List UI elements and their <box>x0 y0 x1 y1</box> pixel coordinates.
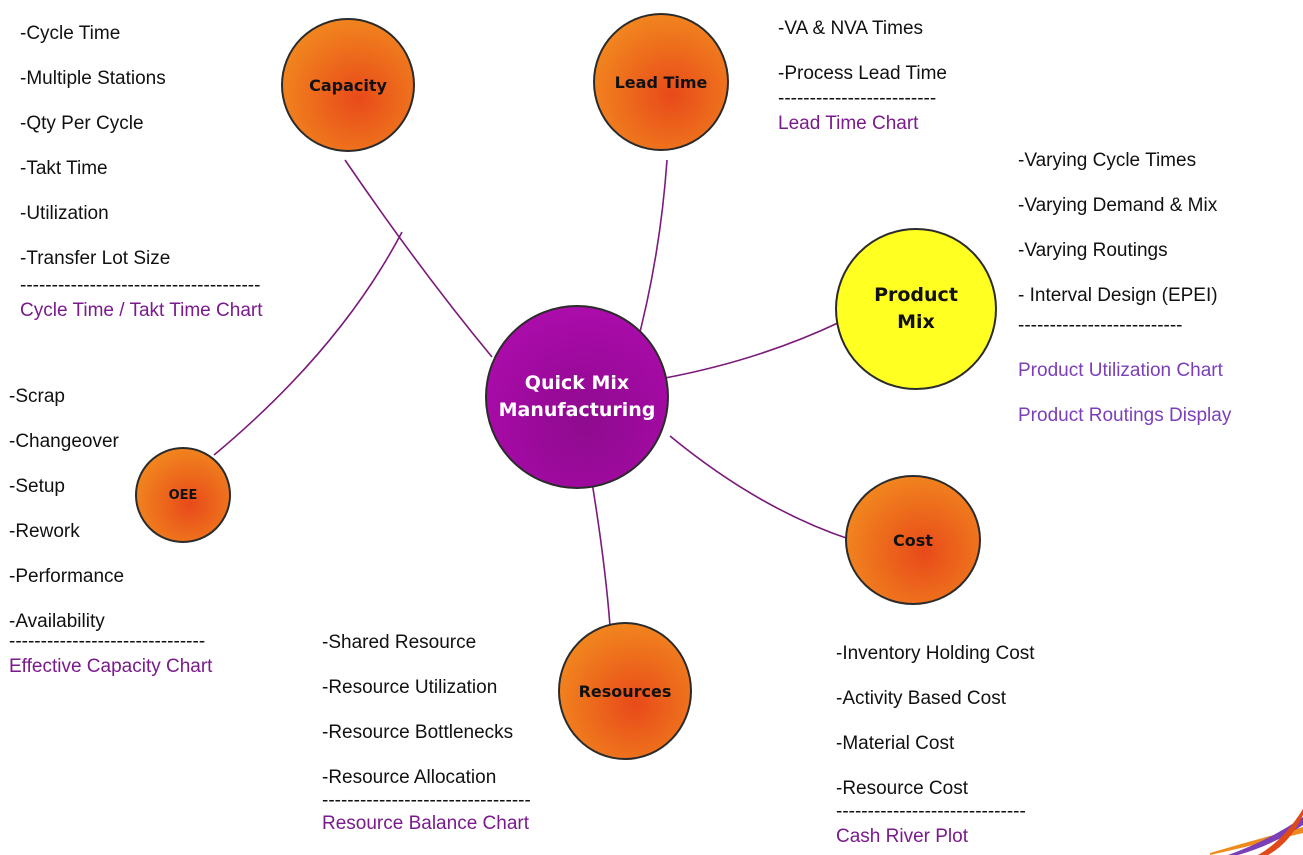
list-item: -Qty Per Cycle <box>20 113 144 134</box>
lead-time-node-label: Lead Time <box>614 72 708 92</box>
quick-mix-manufacturing-node[interactable]: Quick Mix Manufacturing <box>485 305 669 489</box>
swoosh-logo-icon <box>1210 809 1303 855</box>
resource-balance-chart-link[interactable]: Resource Balance Chart <box>322 813 529 834</box>
list-item: -Varying Routings <box>1018 240 1168 261</box>
list-item: -Rework <box>9 521 80 542</box>
list-item: -Process Lead Time <box>778 63 947 84</box>
list-item: -Inventory Holding Cost <box>836 643 1035 664</box>
separator: --------------------------------- <box>322 795 531 811</box>
product-mix-list: -Varying Cycle Times -Varying Demand & M… <box>1018 150 1231 427</box>
separator: -------------------------------------- <box>20 280 261 296</box>
separator: ------------------------------- <box>9 636 206 652</box>
connector-capacity <box>344 159 493 358</box>
list-item: -Performance <box>9 566 125 587</box>
cost-list: -Inventory Holding Cost -Activity Based … <box>836 643 1035 848</box>
oee-list: -Scrap -Changeover -Setup -Rework -Perfo… <box>9 386 212 678</box>
resources-list: -Shared Resource -Resource Utilization -… <box>322 632 531 835</box>
capacity-list: -Cycle Time -Multiple Stations -Qty Per … <box>20 23 263 322</box>
connector-cost <box>669 435 853 541</box>
list-item: -Changeover <box>9 431 119 452</box>
lead-time-list: -VA & NVA Times -Process Lead Time -----… <box>778 18 947 135</box>
lead-time-chart-link[interactable]: Lead Time Chart <box>778 113 919 134</box>
separator: ------------------------- <box>778 93 937 109</box>
list-item: -Multiple Stations <box>20 68 166 89</box>
oee-node[interactable]: OEE <box>135 447 231 543</box>
list-item: -VA & NVA Times <box>778 18 924 39</box>
separator: -------------------------- <box>1018 320 1183 336</box>
product-utilization-chart-link[interactable]: Product Utilization Chart <box>1018 360 1223 381</box>
list-item: - Interval Design (EPEI) <box>1018 285 1218 306</box>
lead-time-node[interactable]: Lead Time <box>593 13 729 151</box>
cost-node-label: Cost <box>893 530 933 550</box>
product-mix-node-label-line2: Mix <box>897 311 935 333</box>
connector-oee <box>213 231 403 456</box>
effective-capacity-chart-link[interactable]: Effective Capacity Chart <box>9 656 213 677</box>
list-item: -Cycle Time <box>20 23 121 44</box>
list-item: -Activity Based Cost <box>836 688 1006 709</box>
capacity-node[interactable]: Capacity <box>281 18 415 152</box>
cost-node[interactable]: Cost <box>845 475 981 605</box>
separator: ------------------------------ <box>836 806 1026 822</box>
resources-node-label: Resources <box>578 681 672 701</box>
list-item: -Shared Resource <box>322 632 477 653</box>
list-item: -Availability <box>9 611 105 632</box>
cash-river-plot-link[interactable]: Cash River Plot <box>836 826 968 847</box>
list-item: -Takt Time <box>20 158 108 179</box>
product-mix-node-label-line1: Product <box>874 284 958 306</box>
list-item: -Resource Utilization <box>322 677 498 698</box>
oee-node-label: OEE <box>168 487 198 503</box>
list-item: -Setup <box>9 476 65 497</box>
center-node-label-line1: Quick Mix <box>524 372 630 394</box>
connector-lead-time <box>633 159 668 356</box>
product-mix-node[interactable]: Product Mix <box>835 228 997 390</box>
connector-product-mix <box>664 321 841 379</box>
cycle-time-takt-time-chart-link[interactable]: Cycle Time / Takt Time Chart <box>20 300 263 321</box>
list-item: -Varying Cycle Times <box>1018 150 1197 171</box>
product-routings-display-link[interactable]: Product Routings Display <box>1018 405 1232 426</box>
list-item: -Transfer Lot Size <box>20 248 171 269</box>
list-item: -Scrap <box>9 386 65 407</box>
capacity-node-label: Capacity <box>309 75 387 95</box>
list-item: -Resource Cost <box>836 778 968 799</box>
list-item: -Resource Bottlenecks <box>322 722 514 743</box>
list-item: -Resource Allocation <box>322 767 497 788</box>
center-node-label-line2: Manufacturing <box>498 399 656 421</box>
list-item: -Varying Demand & Mix <box>1018 195 1218 216</box>
connector-resources <box>589 469 611 627</box>
list-item: -Utilization <box>20 203 109 224</box>
list-item: -Material Cost <box>836 733 955 754</box>
resources-node[interactable]: Resources <box>558 622 692 760</box>
